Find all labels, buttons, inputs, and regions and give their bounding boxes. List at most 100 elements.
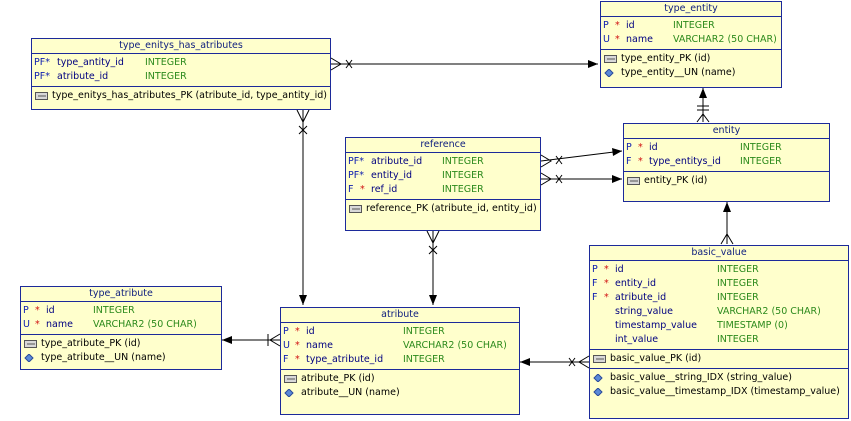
key-flag: U (23, 319, 30, 330)
key-row: atribute__UN (name) (281, 386, 519, 400)
key-label: entity_PK (id) (644, 175, 708, 186)
column-row: U * name VARCHAR2 (50 CHAR) (21, 318, 221, 332)
x-mark-ref-bottom (428, 245, 438, 255)
column-type: INTEGER (93, 305, 135, 316)
key-label: basic_value_PK (id) (610, 353, 702, 364)
keys-section: atribute_PK (id) atribute__UN (name) (281, 370, 519, 402)
column-row: int_value INTEGER (590, 333, 848, 347)
column-type: INTEGER (740, 156, 782, 167)
key-row: type_atribute__UN (name) (21, 351, 221, 365)
column-row: U * name VARCHAR2 (50 CHAR) (281, 339, 519, 353)
column-type: INTEGER (442, 156, 484, 167)
mandatory-star: * (604, 264, 609, 275)
column-type: INTEGER (740, 142, 782, 153)
column-row: string_value VARCHAR2 (50 CHAR) (590, 305, 848, 319)
keys-section: type_entity_PK (id) type_entity__UN (nam… (601, 50, 781, 82)
arrowhead-atribute-top-right (429, 295, 437, 305)
key-label: type_atribute__UN (name) (41, 352, 166, 363)
column-type: VARCHAR2 (50 CHAR) (717, 306, 821, 317)
entity-box-reference[interactable]: reference PF* atribute_id INTEGER PF* en… (345, 137, 541, 231)
columns-section: P * id INTEGER U * name VARCHAR2 (50 CHA… (281, 323, 519, 370)
column-type: INTEGER (442, 184, 484, 195)
column-name: id (46, 305, 55, 316)
column-type: INTEGER (145, 71, 187, 82)
diamond-icon (593, 374, 603, 382)
diamond-icon (24, 354, 34, 362)
key-label: atribute__UN (name) (301, 387, 400, 398)
key-icon (284, 375, 297, 383)
key-flag: P (283, 326, 289, 337)
diamond-icon (284, 389, 294, 397)
mandatory-star: * (360, 184, 365, 195)
key-row: type_atribute_PK (id) (21, 337, 221, 351)
column-name: entity_id (615, 278, 656, 289)
key-flag: PF* (348, 170, 364, 181)
mandatory-star: * (35, 319, 40, 330)
entity-box-atribute[interactable]: atribute P * id INTEGER U * name VARCHAR… (280, 307, 520, 415)
entity-box-type-entity[interactable]: type_entity P * id INTEGER U * name VARC… (600, 1, 782, 88)
entity-box-type-atribute[interactable]: type_atribute P * id INTEGER U * name VA… (20, 286, 222, 370)
arrowhead-atribute-top-left (299, 295, 307, 305)
column-name: name (306, 340, 333, 351)
x-mark-tehas-bottom (298, 125, 308, 135)
column-type: INTEGER (403, 354, 445, 365)
mandatory-star: * (35, 305, 40, 316)
column-type: INTEGER (717, 264, 759, 275)
arrowhead-type-entity (588, 60, 598, 68)
column-name: string_value (615, 306, 673, 317)
key-row: basic_value_PK (id) (590, 352, 848, 366)
crowfoot-ref-1 (540, 154, 552, 168)
key-row: type_enitys_has_atributes_PK (atribute_i… (32, 89, 330, 103)
column-row: U * name VARCHAR2 (50 CHAR) (601, 33, 781, 47)
crowfoot-bv-left (578, 355, 590, 369)
key-label: reference_PK (atribute_id, entity_id) (366, 203, 537, 214)
column-row: P * id INTEGER (590, 263, 848, 277)
column-type: VARCHAR2 (50 CHAR) (403, 340, 507, 351)
column-type: VARCHAR2 (50 CHAR) (673, 34, 777, 45)
column-row: F * entity_id INTEGER (590, 277, 848, 291)
key-flag: P (592, 264, 598, 275)
mandatory-star: * (295, 354, 300, 365)
key-icon (35, 92, 48, 100)
crowfoot-ref-2 (540, 172, 552, 186)
crowfoot-ref-bottom (426, 230, 440, 245)
column-type: INTEGER (717, 278, 759, 289)
key-icon (627, 177, 640, 185)
column-row: PF* atribute_id INTEGER (32, 70, 330, 84)
key-icon (604, 55, 617, 63)
key-flag: P (23, 305, 29, 316)
columns-section: PF* atribute_id INTEGER PF* entity_id IN… (346, 153, 540, 200)
index-row: basic_value__string_IDX (string_value) (590, 371, 848, 385)
key-icon (349, 205, 362, 213)
key-flag: P (626, 142, 632, 153)
entity-box-type-enitys-has-atributes[interactable]: type_enitys_has_atributes PF* type_antit… (31, 38, 331, 110)
arrowhead-type-atribute (222, 336, 232, 344)
mandatory-star: * (638, 156, 643, 167)
key-row: type_entity__UN (name) (601, 66, 781, 80)
crowfoot-tehas-right (330, 57, 342, 71)
column-name: type_atribute_id (306, 354, 384, 365)
column-row: P * id INTEGER (21, 304, 221, 318)
column-row: PF* entity_id INTEGER (346, 169, 540, 183)
x-mark-tehas-right (345, 59, 353, 69)
keys-section: type_enitys_has_atributes_PK (atribute_i… (32, 87, 330, 105)
column-row: F * type_entitys_id INTEGER (624, 155, 829, 169)
column-name: int_value (615, 334, 659, 345)
entity-box-entity[interactable]: entity P * id INTEGER F * type_entitys_i… (623, 123, 830, 202)
columns-section: P * id INTEGER U * name VARCHAR2 (50 CHA… (601, 17, 781, 50)
column-row: P * id INTEGER (281, 325, 519, 339)
column-name: atribute_id (371, 156, 423, 167)
columns-section: P * id INTEGER F * entity_id INTEGER F *… (590, 261, 848, 350)
entity-box-basic-value[interactable]: basic_value P * id INTEGER F * entity_id… (589, 245, 849, 419)
column-type: INTEGER (442, 170, 484, 181)
key-row: reference_PK (atribute_id, entity_id) (346, 202, 540, 216)
mandatory-star: * (615, 34, 620, 45)
column-name: id (649, 142, 658, 153)
column-type: INTEGER (673, 20, 715, 31)
key-icon (24, 340, 37, 348)
key-flag: F (592, 292, 598, 303)
key-flag: F (283, 354, 289, 365)
column-name: type_entitys_id (649, 156, 721, 167)
column-name: name (46, 319, 73, 330)
